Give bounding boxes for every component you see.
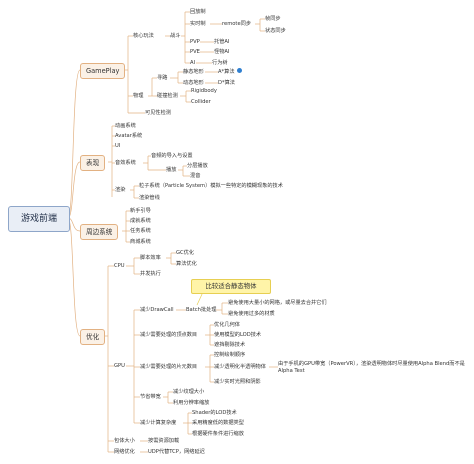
- node-frame-sync[interactable]: 帧同步: [265, 16, 281, 22]
- node-transparent[interactable]: 减少透明化半透明物体: [214, 364, 266, 370]
- node-physics[interactable]: 物理: [133, 93, 144, 99]
- node-particle[interactable]: 粒子系统（Particle System）模拟一些特定的模糊现象的技术: [139, 183, 283, 189]
- node-remote-sync[interactable]: remote同步: [222, 21, 252, 27]
- node-shader-lod[interactable]: Shader的LOD技术: [192, 410, 237, 416]
- node-mixing[interactable]: 混音: [190, 173, 201, 179]
- node-batch-2[interactable]: 避免使用过多的材质: [228, 311, 275, 317]
- node-transparent-note-2: Alpha Test: [278, 368, 305, 374]
- node-hardware[interactable]: 根据硬件条件进行缩放: [192, 431, 244, 437]
- node-texture-size[interactable]: 减少纹理大小: [173, 389, 205, 395]
- node-reduce-complexity[interactable]: 减少计算复杂度: [140, 420, 177, 426]
- branch-gameplay[interactable]: GamePlay: [80, 63, 126, 79]
- node-ui[interactable]: UI: [115, 143, 121, 149]
- node-concurrency[interactable]: 并发执行: [140, 271, 161, 277]
- node-gpu[interactable]: GPU: [114, 363, 125, 369]
- node-network[interactable]: 网络优化: [114, 449, 135, 455]
- branch-presentation[interactable]: 表现: [80, 155, 106, 171]
- node-behavior-tree[interactable]: 行为树: [212, 60, 228, 66]
- info-dot-icon[interactable]: [237, 68, 242, 73]
- node-collider[interactable]: Collider: [191, 99, 211, 105]
- node-tutorial[interactable]: 新手引导: [130, 208, 151, 214]
- node-audio-import[interactable]: 音频的导入与设置: [151, 153, 193, 159]
- node-dstar[interactable]: D*算法: [218, 80, 235, 86]
- node-occlusion[interactable]: 遮挡剔除技术: [214, 342, 246, 348]
- node-mission[interactable]: 任务系统: [130, 228, 151, 234]
- node-optimize-geometry[interactable]: 优化几何体: [214, 322, 240, 328]
- branch-peripheral[interactable]: 周边系统: [80, 224, 119, 240]
- node-enemy-ai[interactable]: 怪物AI: [214, 49, 230, 55]
- node-reduce-fragments[interactable]: 减少需要处理的片元数目: [140, 364, 198, 370]
- node-audio[interactable]: 音效系统: [115, 160, 136, 166]
- node-combat[interactable]: 战斗: [170, 33, 181, 39]
- node-realtime-light[interactable]: 减少实时光照和阴影: [214, 379, 261, 385]
- node-mipmap[interactable]: 利用分辨率缩放: [173, 400, 210, 406]
- node-reduce-drawcall[interactable]: 减少DrawCall: [140, 307, 174, 313]
- node-shop[interactable]: 商城系统: [130, 239, 151, 245]
- node-pvp[interactable]: PVP: [190, 39, 200, 45]
- node-astar[interactable]: A*算法: [218, 69, 235, 75]
- node-overdraw[interactable]: 控制绘制顺序: [214, 352, 246, 358]
- node-core-mechanics[interactable]: 核心玩法: [133, 33, 154, 39]
- node-algorithm[interactable]: 算法优化: [176, 261, 197, 267]
- node-static-pathfinding[interactable]: 静态地形: [183, 69, 204, 75]
- node-rendering[interactable]: 渲染: [115, 187, 126, 193]
- node-post-processing[interactable]: 渲染管线: [139, 195, 160, 201]
- node-pathfinding[interactable]: 寻路: [157, 75, 168, 81]
- node-state-sync[interactable]: 状态同步: [265, 28, 286, 34]
- node-visibility[interactable]: 可见性检测: [145, 110, 171, 116]
- node-script-efficiency[interactable]: 脚本效率: [140, 255, 161, 261]
- root-node[interactable]: 游戏前端: [8, 206, 70, 232]
- node-reduce-vertices[interactable]: 减少需要处理的顶点数目: [140, 332, 198, 338]
- node-batch[interactable]: Batch批处理: [186, 307, 217, 313]
- node-precision[interactable]: 采用精度低的数据类型: [192, 420, 244, 426]
- node-load-on-demand[interactable]: 按需资源加载: [148, 438, 180, 444]
- node-layered-playback[interactable]: 分层播放: [187, 163, 208, 169]
- node-cpu[interactable]: CPU: [114, 263, 125, 269]
- node-dynamic-pathfinding[interactable]: 动态地形: [183, 80, 204, 86]
- node-batch-1[interactable]: 避免使用大量小的网格，或尽量去合并它们: [228, 300, 327, 306]
- node-package-size[interactable]: 包体大小: [114, 438, 135, 444]
- node-realtime[interactable]: 实时制: [190, 21, 206, 27]
- node-collision[interactable]: 碰撞检测: [157, 93, 178, 99]
- node-transparent-note-1: 由于手机的GPU带宽（PowerVR），渲染透明物体时尽量使用Alpha Ble…: [278, 361, 465, 367]
- node-lod[interactable]: 使用模型的LOD技术: [214, 332, 262, 338]
- node-avatar[interactable]: Avatar系统: [115, 133, 143, 139]
- node-save-bandwidth[interactable]: 节省带宽: [140, 394, 161, 400]
- node-replay[interactable]: 回放制: [190, 9, 206, 15]
- node-udp[interactable]: UDP代替TCP，网络延迟: [148, 449, 205, 455]
- node-rigidbody[interactable]: Rigidbody: [191, 88, 217, 94]
- node-animation[interactable]: 动画系统: [115, 123, 136, 129]
- node-pve[interactable]: PVE: [190, 49, 200, 55]
- node-achievement[interactable]: 成就系统: [130, 218, 151, 224]
- node-gc[interactable]: GC优化: [176, 250, 195, 256]
- node-playback[interactable]: 播放: [166, 167, 177, 173]
- node-ai[interactable]: AI: [190, 60, 196, 66]
- branch-optimization[interactable]: 优化: [80, 329, 106, 345]
- callout-note: 比较适合静态物体: [191, 279, 271, 294]
- node-anti-cheat-ai[interactable]: 托管AI: [214, 39, 230, 45]
